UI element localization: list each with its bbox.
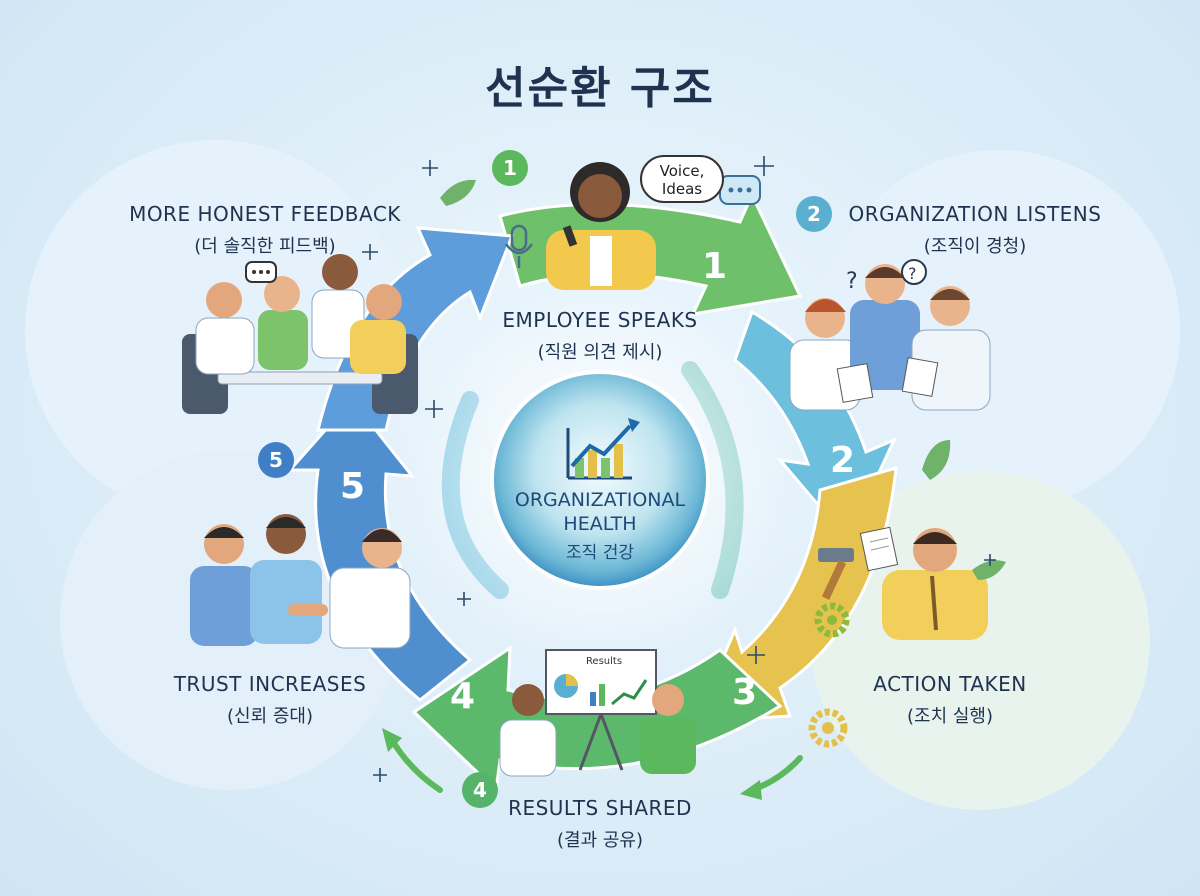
arrow-number-5: 5	[340, 466, 366, 507]
hammer-icon	[818, 548, 854, 600]
listening-team-illustration	[789, 264, 991, 411]
page-title: 선순환 구조	[485, 63, 715, 114]
bg-blob	[820, 150, 1180, 510]
center-label: ORGANIZATIONAL HEALTH 조직 건강	[500, 488, 700, 563]
arrow-number-4: 4	[450, 676, 476, 717]
board-label: Results	[586, 656, 622, 667]
step-badge-5: 5	[258, 442, 294, 478]
center-orb	[490, 370, 710, 590]
step-badge-1: 1	[492, 150, 528, 186]
step-label-5-en: TRUST INCREASES	[173, 672, 367, 696]
small-arrow-icon	[389, 737, 443, 793]
speech-bubble: Voice, Ideas	[640, 155, 724, 203]
leaf-icon	[922, 440, 951, 480]
leaf-icon	[440, 179, 476, 206]
svg-text:?: ?	[908, 264, 917, 283]
step-label-3: ACTION TAKEN (조치 실행)	[840, 672, 1060, 728]
gear-icon	[808, 708, 848, 748]
arrow-number-3: 3	[732, 672, 758, 713]
step-label-1-en: EMPLOYEE SPEAKS	[502, 308, 698, 332]
feedback-label: MORE HONEST FEEDBACK (더 솔직한 피드백)	[120, 202, 410, 258]
results-presentation-illustration	[499, 649, 696, 777]
step-badge-4: 4	[462, 772, 498, 808]
action-worker-illustration	[882, 528, 988, 640]
step-label-4-en: RESULTS SHARED	[508, 796, 692, 820]
trust-handshake-illustration	[190, 514, 411, 649]
step-label-4: RESULTS SHARED (결과 공유)	[470, 796, 730, 852]
step-label-4-ko: (결과 공유)	[556, 830, 643, 851]
svg-text:?: ?	[846, 269, 858, 294]
chat-bubble-icon	[719, 175, 761, 205]
leaf-icon	[972, 560, 1006, 580]
question-mark-icon: ? ?	[846, 259, 927, 294]
microphone-icon	[504, 224, 534, 268]
growth-chart-icon	[566, 418, 640, 480]
document-icon	[859, 526, 899, 572]
speech-bubble-line-2: Ideas	[661, 180, 703, 198]
step-label-2-en: ORGANIZATION LISTENS	[848, 202, 1102, 226]
arrow-number-2: 2	[830, 440, 856, 481]
center-label-en: ORGANIZATIONAL HEALTH	[514, 489, 686, 535]
small-arrow-head	[382, 728, 402, 752]
step-label-2: ORGANIZATION LISTENS (조직이 경청)	[830, 202, 1120, 258]
step-label-1: EMPLOYEE SPEAKS (직원 의견 제시)	[470, 308, 730, 364]
small-arrow-head	[740, 780, 762, 800]
step-label-5-ko: (신뢰 증대)	[226, 706, 313, 727]
step-label-3-ko: (조치 실행)	[906, 706, 993, 727]
speech-bubble-line-1: Voice,	[659, 162, 705, 180]
step-label-1-ko: (직원 의견 제시)	[537, 342, 663, 363]
step-label-5: TRUST INCREASES (신뢰 증대)	[150, 672, 390, 728]
center-label-ko: 조직 건강	[566, 543, 634, 563]
feedback-label-en: MORE HONEST FEEDBACK	[129, 202, 401, 226]
gear-icon	[814, 602, 850, 638]
employee-speaker-illustration	[546, 162, 656, 290]
sparkle-icon	[362, 156, 996, 782]
arrow-number-1: 1	[702, 246, 728, 287]
feedback-label-ko: (더 솔직한 피드백)	[194, 236, 336, 257]
team-meeting-illustration	[182, 254, 418, 414]
step-label-2-ko: (조직이 경청)	[923, 236, 1027, 257]
step-label-3-en: ACTION TAKEN	[873, 672, 1027, 696]
step-badge-2: 2	[796, 196, 832, 232]
